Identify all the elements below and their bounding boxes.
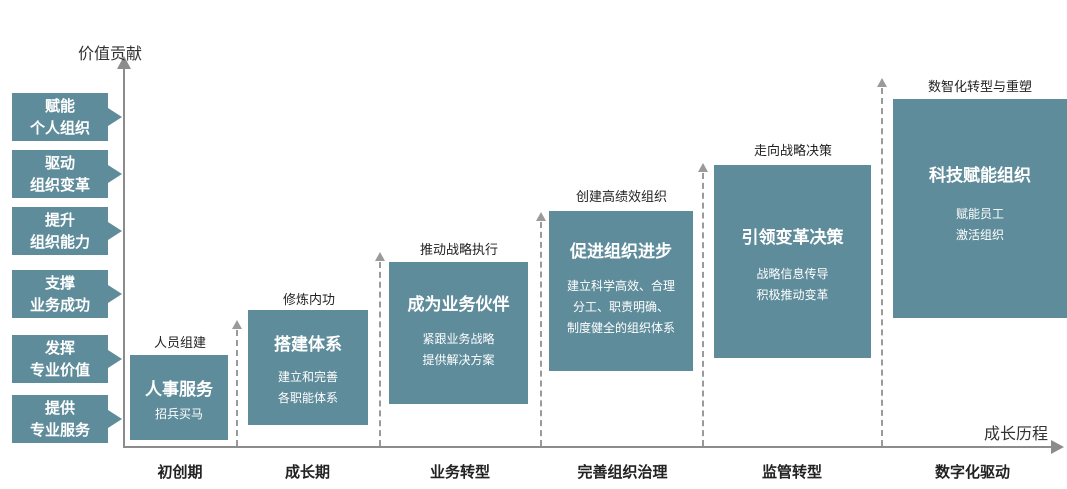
x-axis-arrow-icon: [1051, 440, 1064, 454]
stage-desc: 提供解决方案: [422, 353, 495, 367]
stage-caption: 推动战略执行: [419, 243, 498, 258]
stage-caption: 修炼内功: [282, 293, 335, 308]
level-box: 驱动组织变革: [12, 150, 108, 198]
level-line: 提升: [44, 211, 75, 229]
divider-arrow-icon: [375, 252, 385, 261]
stage-desc: 积极推动变革: [756, 288, 829, 302]
level-arrow-icon: [108, 165, 122, 183]
divider-arrow-icon: [698, 163, 708, 172]
phase-label: 数字化驱动: [934, 463, 1010, 481]
stage-box: 搭建体系 建立和完善 各职能体系: [248, 310, 368, 425]
stage-divider: [540, 222, 542, 446]
divider-arrow-icon: [536, 212, 546, 221]
level-arrow-icon: [108, 350, 122, 368]
level-line: 组织能力: [29, 233, 90, 251]
stage-title: 促进组织进步: [570, 242, 672, 262]
level-box: 提供专业服务: [12, 395, 108, 443]
stage-box: 引领变革决策 战略信息传导 积极推动变革: [714, 165, 871, 358]
y-axis: [123, 68, 125, 448]
stage-desc: 分工、职责明确、: [572, 300, 669, 314]
stage-box: 人事服务 招兵买马: [130, 355, 228, 440]
stage-desc: 制度健全的组织体系: [566, 321, 675, 335]
level-arrow-icon: [108, 285, 122, 303]
stage-caption: 创建高绩效组织: [575, 190, 667, 205]
level-arrow-icon: [108, 222, 122, 240]
stage-desc: 赋能员工: [955, 207, 1004, 221]
stage-title: 搭建体系: [274, 335, 342, 355]
stage-desc: 建立科学高效、合理: [566, 279, 675, 293]
x-axis-label: 成长历程: [984, 424, 1049, 443]
level-line: 发挥: [44, 339, 75, 357]
stage-title: 人事服务: [145, 380, 213, 400]
stage-desc: 紧跟业务战略: [422, 332, 495, 346]
level-box: 发挥专业价值: [12, 335, 108, 383]
stage-divider: [702, 173, 704, 446]
stage-box: 科技赋能组织 赋能员工 激活组织: [893, 99, 1067, 318]
stage-divider: [236, 330, 238, 446]
level-line: 专业价值: [29, 361, 90, 379]
level-box: 赋能个人组织: [12, 93, 108, 141]
phase-label: 初创期: [157, 463, 203, 481]
stage-desc: 建立和完善: [277, 370, 338, 384]
level-arrow-icon: [108, 410, 122, 428]
level-line: 个人组织: [29, 119, 90, 137]
divider-arrow-icon: [877, 78, 887, 87]
stage-divider: [379, 262, 381, 446]
divider-arrow-icon: [232, 320, 242, 329]
stage-desc: 招兵买马: [154, 407, 203, 421]
y-axis-arrow-icon: [117, 56, 131, 69]
level-arrow-icon: [108, 108, 122, 126]
stage-caption: 人员组建: [153, 336, 206, 351]
stage-divider: [881, 88, 883, 446]
level-line: 赋能: [44, 97, 75, 115]
phase-label: 完善组织治理: [577, 463, 668, 481]
stage-caption: 走向战略决策: [753, 144, 832, 159]
phase-label: 监管转型: [761, 463, 822, 481]
stage-caption: 数智化转型与重塑: [927, 80, 1032, 95]
phase-label: 成长期: [284, 463, 330, 481]
stage-title: 成为业务伙伴: [407, 295, 510, 315]
y-axis-label: 价值贡献: [78, 44, 143, 63]
phase-label: 业务转型: [429, 463, 490, 481]
level-box: 支撑业务成功: [12, 270, 108, 318]
level-line: 业务成功: [29, 296, 90, 314]
stage-title: 科技赋能组织: [929, 166, 1031, 186]
stage-desc: 各职能体系: [277, 391, 338, 405]
level-box: 提升组织能力: [12, 207, 108, 255]
level-line: 专业服务: [29, 421, 90, 439]
x-axis: [123, 446, 1053, 448]
stage-box: 促进组织进步 建立科学高效、合理 分工、职责明确、 制度健全的组织体系: [549, 211, 693, 371]
stage-desc: 激活组织: [955, 228, 1004, 242]
level-line: 组织变革: [29, 176, 90, 194]
stage-desc: 战略信息传导: [756, 267, 829, 281]
level-line: 支撑: [44, 274, 75, 292]
stage-box: 成为业务伙伴 紧跟业务战略 提供解决方案: [389, 262, 528, 404]
level-line: 提供: [44, 399, 75, 417]
level-line: 驱动: [44, 154, 75, 172]
stage-title: 引领变革决策: [741, 228, 844, 248]
